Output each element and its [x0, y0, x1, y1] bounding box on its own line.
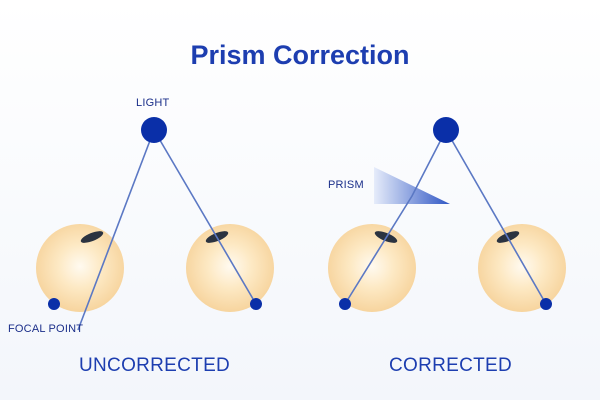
right-eye-corrected — [478, 224, 566, 312]
prism-icon — [374, 167, 450, 204]
light-label: LIGHT — [136, 97, 170, 109]
uncorrected-label: UNCORRECTED — [79, 355, 231, 376]
corrected-label: CORRECTED — [389, 355, 513, 376]
left-eye-uncorrected — [36, 224, 124, 312]
left-eye-corrected — [328, 224, 416, 312]
right-eye-uncorrected — [186, 224, 274, 312]
light-source-corrected-icon — [433, 117, 459, 143]
focal-point-right-uncorrected — [250, 298, 262, 310]
prism-label: PRISM — [328, 179, 364, 191]
focal-point-left-corrected — [339, 298, 351, 310]
ray-left-corrected — [344, 129, 447, 305]
ray-left-uncorrected — [77, 129, 155, 331]
left-pupil-uncorrected — [80, 231, 104, 243]
light-source-icon — [141, 117, 167, 143]
ray-right-uncorrected — [153, 129, 257, 305]
focal-point-left-uncorrected — [48, 298, 60, 310]
focal-point-right-corrected — [540, 298, 552, 310]
focal-point-label: FOCAL POINT — [8, 323, 84, 335]
ray-right-corrected — [445, 129, 547, 305]
diagram-title: Prism Correction — [190, 40, 410, 70]
